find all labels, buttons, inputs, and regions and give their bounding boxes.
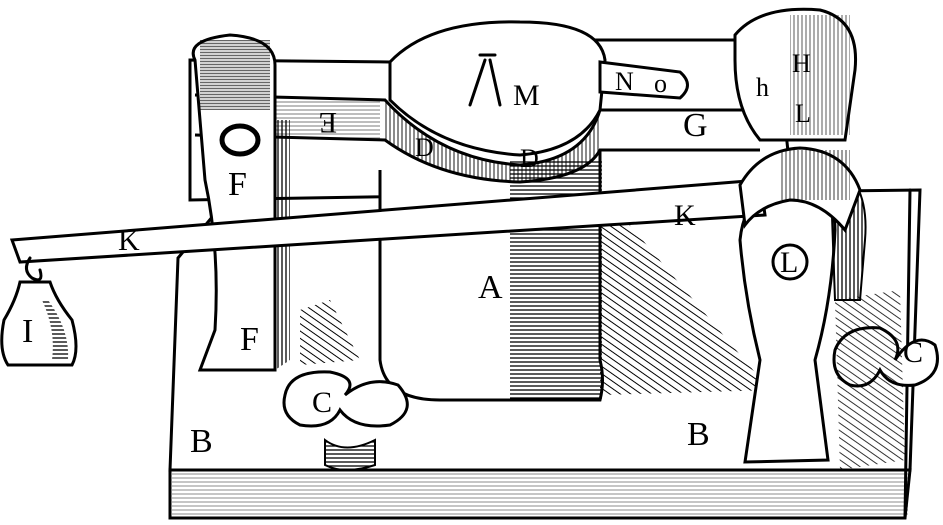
label-i: I: [22, 313, 33, 350]
weight-i: [0, 256, 78, 367]
label-g: G: [683, 107, 708, 144]
lever-k: [9, 146, 862, 264]
label-b-right: B: [687, 416, 710, 453]
label-h: H: [792, 49, 811, 78]
label-d-right: D: [520, 144, 539, 173]
label-o: o: [654, 69, 667, 98]
pulley-h: [733, 7, 858, 142]
figure-labels: A B B C C D D E F F G H h I K K L L M N …: [22, 49, 923, 460]
label-h-small: h: [756, 73, 769, 102]
label-m: M: [513, 79, 540, 112]
label-l-lower: L: [780, 246, 798, 279]
label-c-left: C: [312, 386, 332, 419]
screw-c-left: [282, 370, 409, 471]
armature-arch: [194, 93, 770, 184]
label-e: E: [319, 106, 337, 139]
label-n: N: [615, 67, 634, 96]
base-shading: [300, 290, 905, 470]
left-pillar: [191, 33, 290, 372]
label-f-upper: F: [228, 166, 247, 203]
label-k-right: K: [674, 199, 696, 232]
label-f-lower: F: [240, 321, 259, 358]
label-d-left: D: [415, 133, 434, 162]
label-l-upper: L: [795, 99, 811, 128]
label-b-left: B: [190, 423, 213, 460]
label-a: A: [478, 269, 503, 306]
label-c-right: C: [903, 336, 923, 369]
label-k-left: K: [118, 224, 140, 257]
top-dome: [388, 20, 689, 157]
